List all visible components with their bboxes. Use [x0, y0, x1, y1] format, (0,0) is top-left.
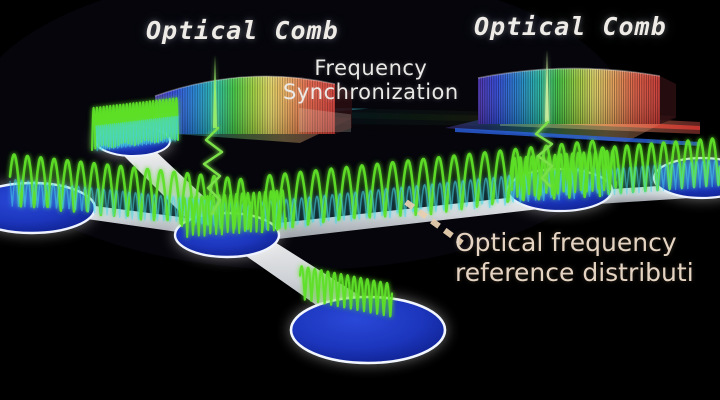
network-node: [289, 295, 447, 365]
comb-coupling-squiggles: [202, 120, 554, 216]
comb-left-carrier-spike: [213, 55, 217, 128]
network-node: [173, 211, 281, 259]
optical-comb-left: [120, 55, 352, 143]
comb-right-carrier-spike: [545, 50, 549, 122]
optical-waveforms: [8, 97, 720, 318]
coupling-squiggle-right: [534, 120, 554, 188]
comb-left-teeth-spill: [299, 108, 351, 132]
coupling-squiggle-left: [202, 126, 224, 216]
comb-right-beam-underline: [455, 128, 700, 146]
comb-left-spectrum: [155, 76, 335, 134]
optical-comb-right: [445, 50, 700, 146]
leader-line-dashed: [404, 199, 464, 246]
